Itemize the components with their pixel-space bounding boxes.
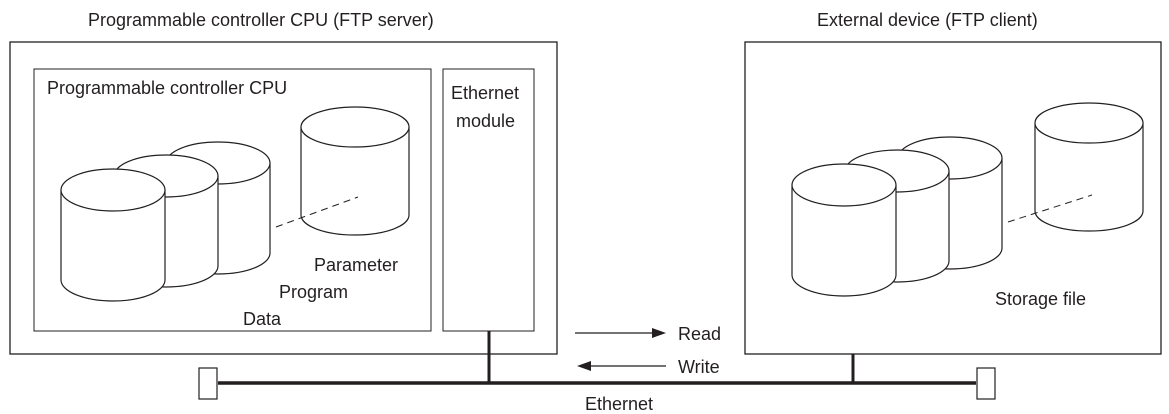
data-label: Data — [243, 309, 282, 329]
write-arrow-head — [577, 361, 591, 371]
client-caption: External device (FTP client) — [817, 10, 1038, 30]
cpu-label: Programmable controller CPU — [47, 78, 287, 98]
data-cylinder — [60, 168, 166, 302]
parameter-label: Parameter — [314, 255, 398, 275]
module-label-line2: module — [456, 111, 515, 131]
write-label: Write — [678, 357, 720, 377]
server-continuation-dashes — [275, 196, 359, 228]
ethernet-label: Ethernet — [585, 394, 653, 414]
read-arrow-head — [652, 328, 666, 338]
client-continuation-dashes — [1007, 194, 1093, 223]
right-terminator — [976, 367, 996, 400]
program-label: Program — [279, 282, 348, 302]
left-terminator — [198, 367, 218, 400]
parameter-file-cylinder — [300, 106, 410, 236]
storage-file-label: Storage file — [995, 289, 1086, 309]
server-caption: Programmable controller CPU (FTP server) — [88, 10, 434, 30]
ethernet-module-box — [442, 68, 535, 332]
module-label-line1: Ethernet — [451, 83, 519, 103]
client-storage-cylinder-1 — [791, 163, 897, 297]
client-storage-cylinder-back — [1034, 102, 1144, 232]
read-label: Read — [678, 324, 721, 344]
